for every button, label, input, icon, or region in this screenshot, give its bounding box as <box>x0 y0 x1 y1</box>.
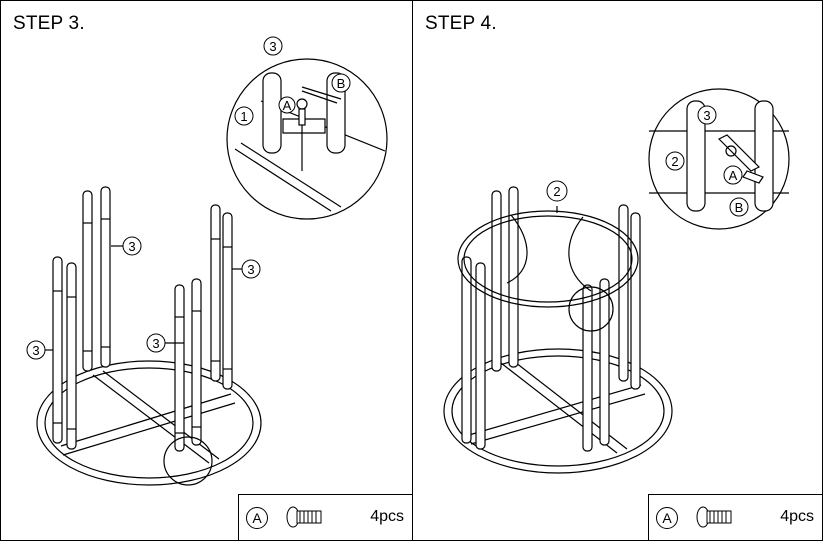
detail-highlight-circle <box>568 286 614 332</box>
callout-detail-b: B <box>735 200 744 215</box>
step-3-panel: STEP 3. <box>0 0 413 541</box>
step-4-panel: STEP 4. <box>412 0 823 541</box>
parts-quantity: 4pcs <box>780 508 814 525</box>
pole-pair-front <box>174 278 202 452</box>
parts-box-step-4: A 4pcs <box>648 494 822 540</box>
callout-pole-4: 3 <box>32 343 39 358</box>
step-4-illustration: 3 2 A B 2 <box>443 88 790 474</box>
base-ring-inner <box>44 367 254 479</box>
screw-icon <box>696 506 732 528</box>
callout-detail-a: A <box>283 98 292 113</box>
callout-detail-left: 1 <box>240 109 247 124</box>
callout-pole-3: 3 <box>152 336 159 351</box>
pole-pair-left <box>52 256 77 450</box>
screw-icon <box>286 506 322 528</box>
callout-detail-left: 2 <box>671 154 678 169</box>
parts-quantity: 4pcs <box>370 508 404 525</box>
detail-bubble <box>648 88 790 230</box>
base-ring-outer <box>36 360 262 486</box>
callout-detail-top: 3 <box>269 39 276 54</box>
step-3-title: STEP 3. <box>13 13 85 34</box>
callout-detail-a: A <box>729 168 738 183</box>
detail-highlight-circle <box>163 436 213 486</box>
callout-ring-top: 2 <box>553 184 560 199</box>
base-ring-outer <box>443 348 673 474</box>
upper-ring <box>457 210 639 308</box>
pole-pair-back-left <box>82 186 111 372</box>
step-3-illustration: 3 1 A B 3 3 3 3 <box>26 36 388 486</box>
detail-contents <box>234 72 386 212</box>
detail-contents <box>649 100 789 212</box>
poles <box>461 186 641 452</box>
callout-detail-top: 3 <box>703 108 710 123</box>
callout-pole-1: 3 <box>128 239 135 254</box>
pole-pair-right <box>210 204 233 390</box>
callout-pole-2: 3 <box>247 262 254 277</box>
base-ring-inner <box>451 355 665 467</box>
parts-box-step-3: A 4pcs <box>238 494 412 540</box>
step-4-title: STEP 4. <box>425 13 497 34</box>
callout-detail-b: B <box>337 76 346 91</box>
parts-letter: A <box>246 507 268 529</box>
parts-letter: A <box>656 507 678 529</box>
